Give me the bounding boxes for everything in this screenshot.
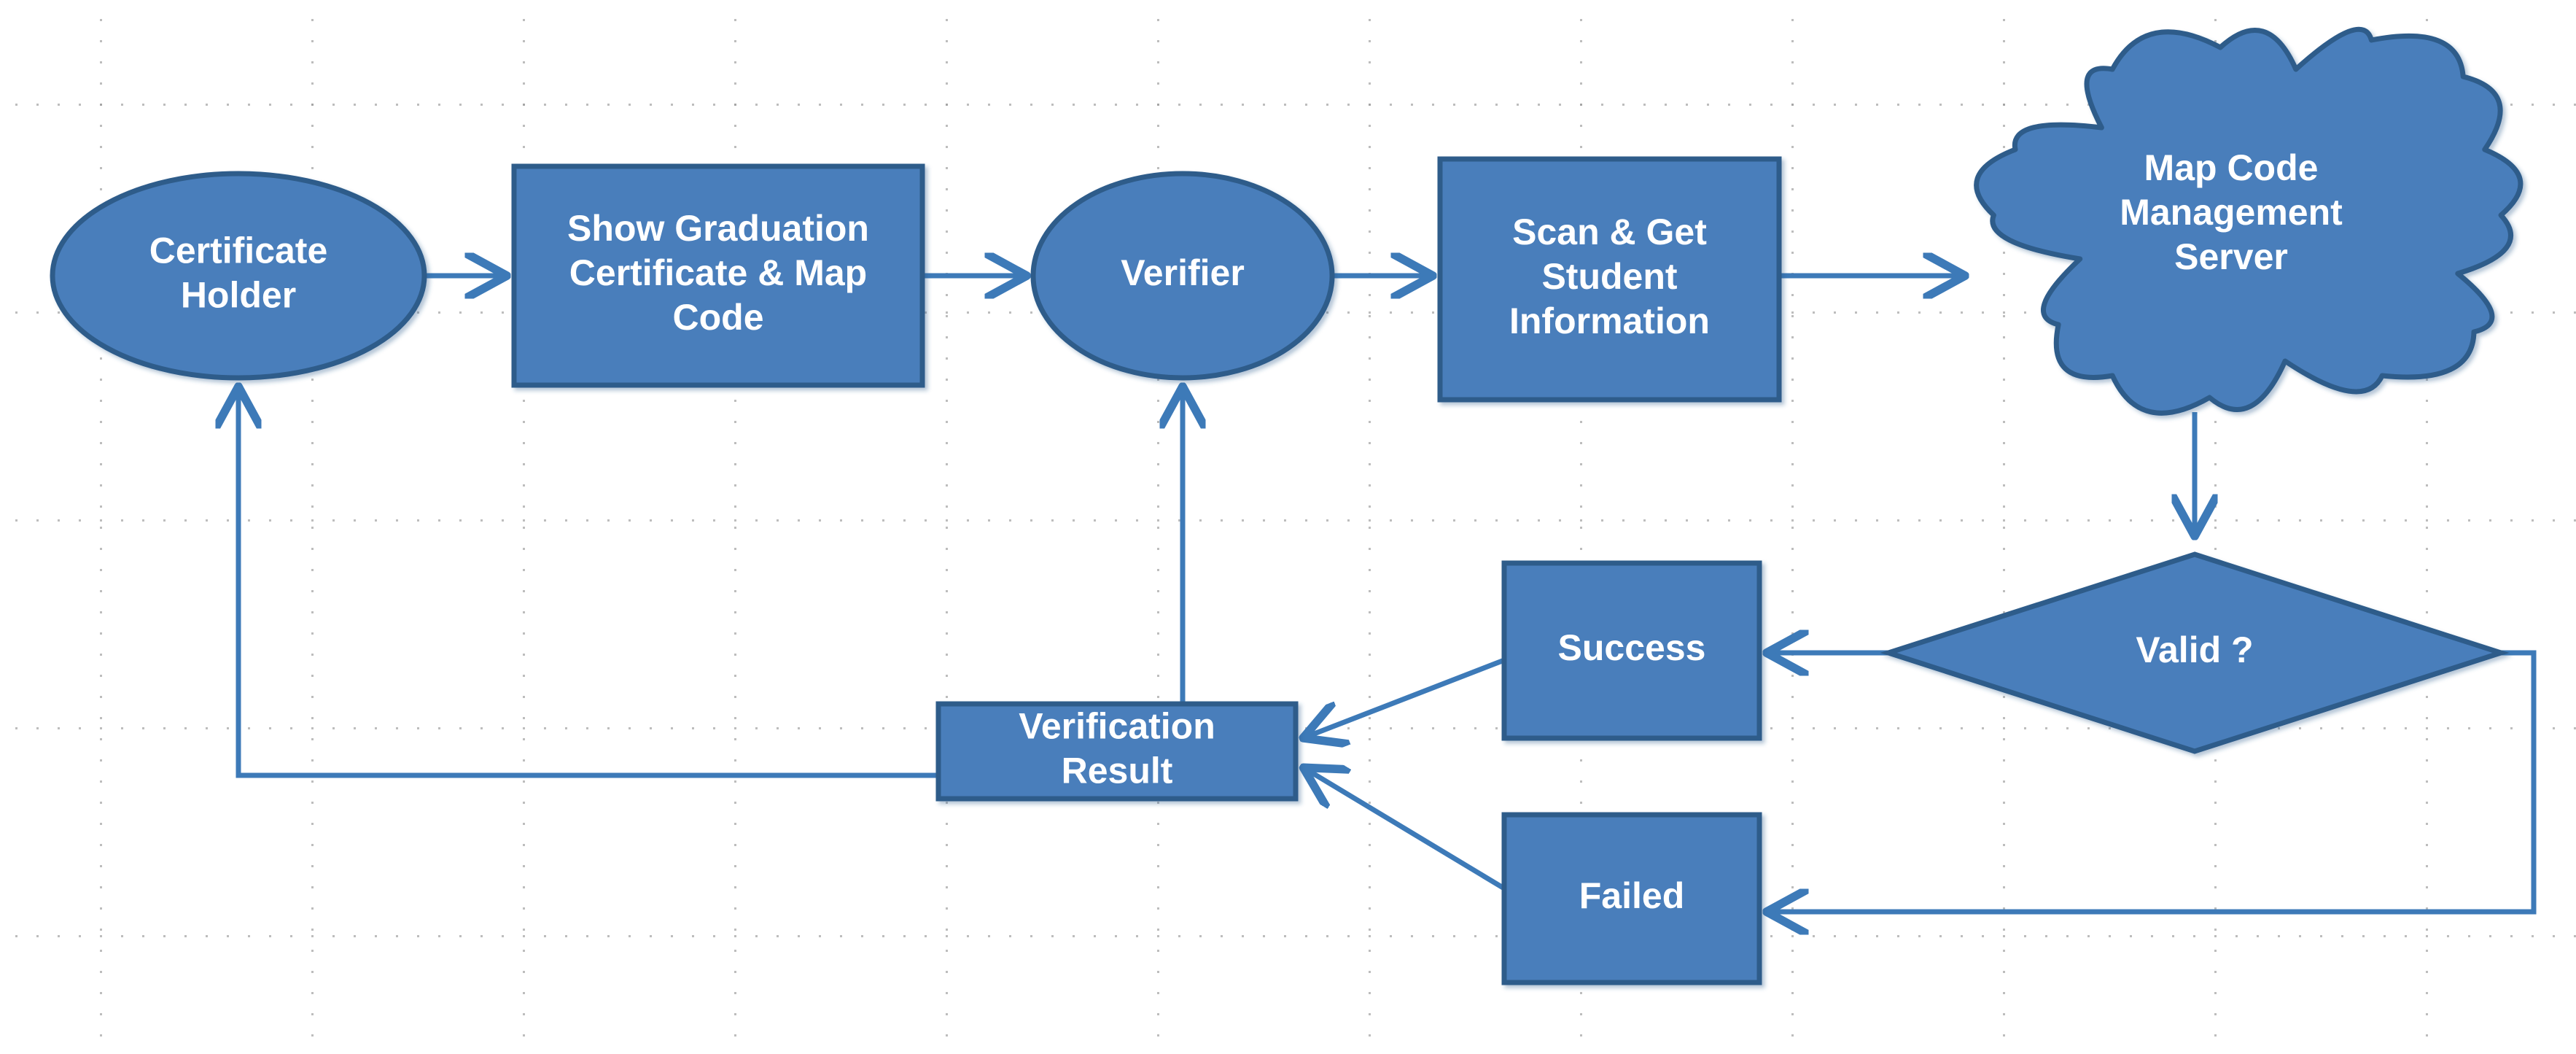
node-label-valid-decision: Valid ? [2136, 629, 2253, 670]
node-label-line: Verification [1019, 706, 1215, 747]
node-label-line: Success [1558, 627, 1706, 668]
node-label-line: Certificate & Map [569, 252, 867, 293]
node-label-line: Scan & Get [1512, 212, 1707, 252]
node-shape-certificate-holder[interactable] [50, 171, 427, 381]
node-label-line: Certificate [149, 230, 328, 271]
node-shape-failed[interactable] [1501, 812, 1762, 985]
node-verifier[interactable]: Verifier [1030, 171, 1335, 381]
node-label-line: Verifier [1121, 252, 1245, 293]
node-label-line: Information [1509, 301, 1710, 341]
connector-valid-to-failed [1770, 650, 2537, 912]
node-label-line: Code [673, 297, 764, 338]
node-label-line: Result [1062, 751, 1173, 791]
node-shape-verifier[interactable] [1030, 171, 1335, 381]
node-valid-decision[interactable]: Valid ? [1880, 551, 2510, 754]
node-label-line: Show Graduation [567, 208, 869, 249]
connector-success-to-result [1307, 657, 1506, 737]
node-shape-valid-decision[interactable] [1880, 551, 2510, 754]
node-label-line: Server [2174, 236, 2288, 277]
connector-result-to-holder [238, 390, 938, 778]
node-label-verifier: Verifier [1121, 252, 1245, 293]
node-label-line: Valid ? [2136, 629, 2253, 670]
node-shape-scan-get-student-information[interactable] [1437, 156, 1782, 403]
node-label-line: Holder [181, 275, 296, 316]
node-shape-verification-result[interactable] [935, 701, 1299, 802]
node-label-failed: Failed [1579, 875, 1684, 916]
node-shape-success[interactable] [1501, 560, 1762, 741]
node-label-line: Student [1541, 256, 1677, 297]
node-failed[interactable]: Failed [1501, 812, 1762, 985]
connector-layer [238, 276, 2537, 912]
node-shape-show-graduation-certificate-map-code[interactable] [511, 163, 925, 388]
node-label-line: Management [2120, 192, 2343, 233]
node-label-line: Failed [1579, 875, 1684, 916]
node-label-success: Success [1558, 627, 1706, 668]
connector-failed-to-result [1307, 770, 1506, 891]
node-label-line: Map Code [2144, 147, 2319, 188]
node-success[interactable]: Success [1501, 560, 1762, 741]
node-shape-map-code-management-server[interactable] [1974, 26, 2524, 416]
